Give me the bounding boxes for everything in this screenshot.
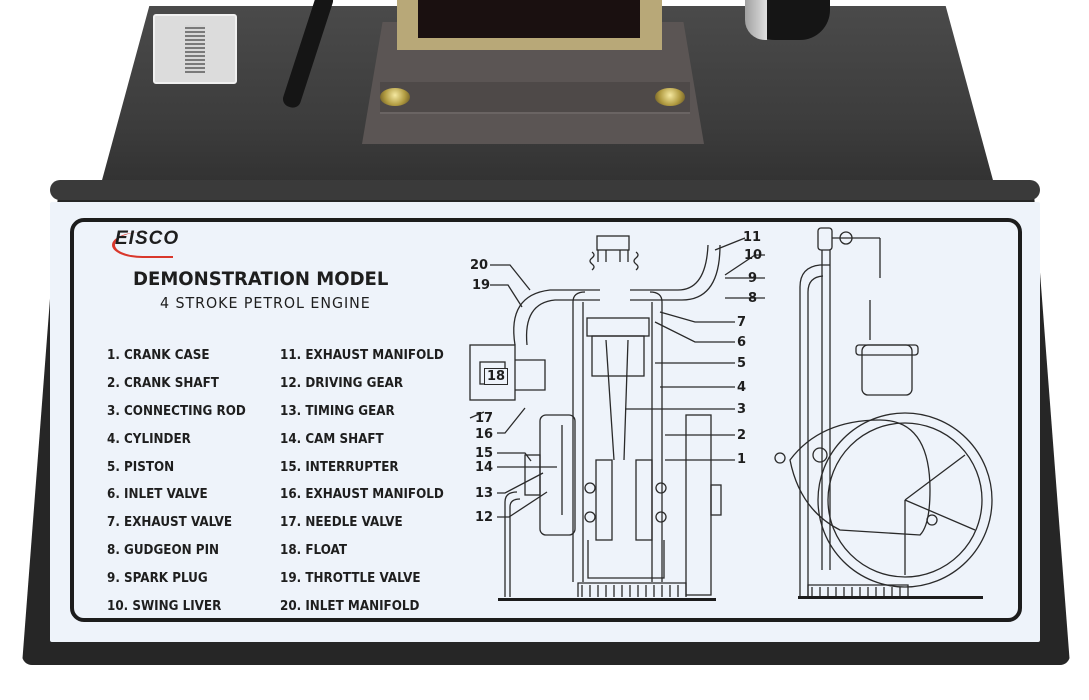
screw-icon — [380, 88, 410, 106]
diagram-ground-line — [498, 598, 716, 601]
callout-label: 7 — [737, 315, 747, 330]
label-title: DEMONSTRATION MODEL — [133, 268, 389, 290]
part-item: 4. CYLINDER — [107, 431, 191, 447]
callout-label: 4 — [737, 380, 747, 395]
callout-label: 1 — [737, 452, 747, 467]
callout-label: 17 — [475, 411, 494, 426]
brand-swoosh-icon — [112, 232, 173, 258]
part-item: 18. FLOAT — [280, 543, 348, 559]
callout-label: 13 — [475, 486, 494, 501]
info-label-panel — [50, 202, 1040, 642]
engine-mount-base — [380, 82, 690, 114]
parts-list-left: 1. CRANK CASE 2. CRANK SHAFT 3. CONNECTI… — [107, 342, 258, 621]
part-item: 20. INLET MANIFOLD — [280, 599, 420, 615]
flywheel-rim — [745, 0, 767, 40]
callout-label: 6 — [737, 335, 747, 350]
part-item: 7. EXHAUST VALVE — [107, 515, 233, 531]
callout-label: 20 — [470, 258, 489, 273]
callout-label: 3 — [737, 402, 747, 417]
callout-label: 5 — [737, 356, 747, 371]
callout-label: 15 — [475, 446, 494, 461]
part-item: 19. THROTTLE VALVE — [280, 571, 421, 587]
brand-logo: EISCO — [115, 228, 180, 249]
part-item: 14. CAM SHAFT — [280, 431, 384, 447]
part-item: 11. EXHAUST MANIFOLD — [280, 348, 444, 363]
part-item: 15. INTERRUPTER — [280, 459, 399, 475]
callout-label: 19 — [472, 278, 491, 293]
callout-label: 16 — [475, 427, 494, 442]
part-item: 3. CONNECTING ROD — [107, 403, 246, 419]
callout-label: 11 — [743, 230, 762, 245]
part-item: 6. INLET VALVE — [107, 487, 208, 503]
device-front-edge — [50, 180, 1040, 200]
info-label-border — [70, 218, 1022, 622]
part-item: 13. TIMING GEAR — [280, 403, 395, 419]
callout-label: 10 — [744, 248, 763, 263]
parts-list-right: 11. EXHAUST MANIFOLD 12. DRIVING GEAR 13… — [280, 342, 458, 621]
part-item: 17. NEEDLE VALVE — [280, 515, 403, 531]
part-item: 8. GUDGEON PIN — [107, 543, 220, 559]
part-item: 5. PISTON — [107, 459, 175, 475]
part-item: 16. EXHAUST MANIFOLD — [280, 487, 444, 503]
barcode-icon — [185, 25, 205, 73]
engine-frame-opening — [418, 0, 640, 38]
callout-label: 9 — [748, 271, 758, 286]
callout-label: 12 — [475, 510, 494, 525]
barcode-sticker — [153, 14, 237, 84]
engine-cross-section-diagram — [469, 227, 993, 597]
callout-label: 14 — [475, 460, 494, 475]
callout-float: 18 — [484, 368, 509, 385]
callout-label: 8 — [748, 291, 758, 306]
part-item: 10. SWING LIVER — [107, 599, 222, 615]
part-item: 12. DRIVING GEAR — [280, 375, 404, 391]
part-item: 9. SPARK PLUG — [107, 571, 208, 587]
label-subtitle: 4 STROKE PETROL ENGINE — [160, 294, 371, 312]
callout-label: 2 — [737, 428, 747, 443]
part-item: 1. CRANK CASE — [107, 348, 210, 363]
part-item: 2. CRANK SHAFT — [107, 375, 219, 391]
screw-icon — [655, 88, 685, 106]
diagram-ground-line — [798, 596, 983, 599]
